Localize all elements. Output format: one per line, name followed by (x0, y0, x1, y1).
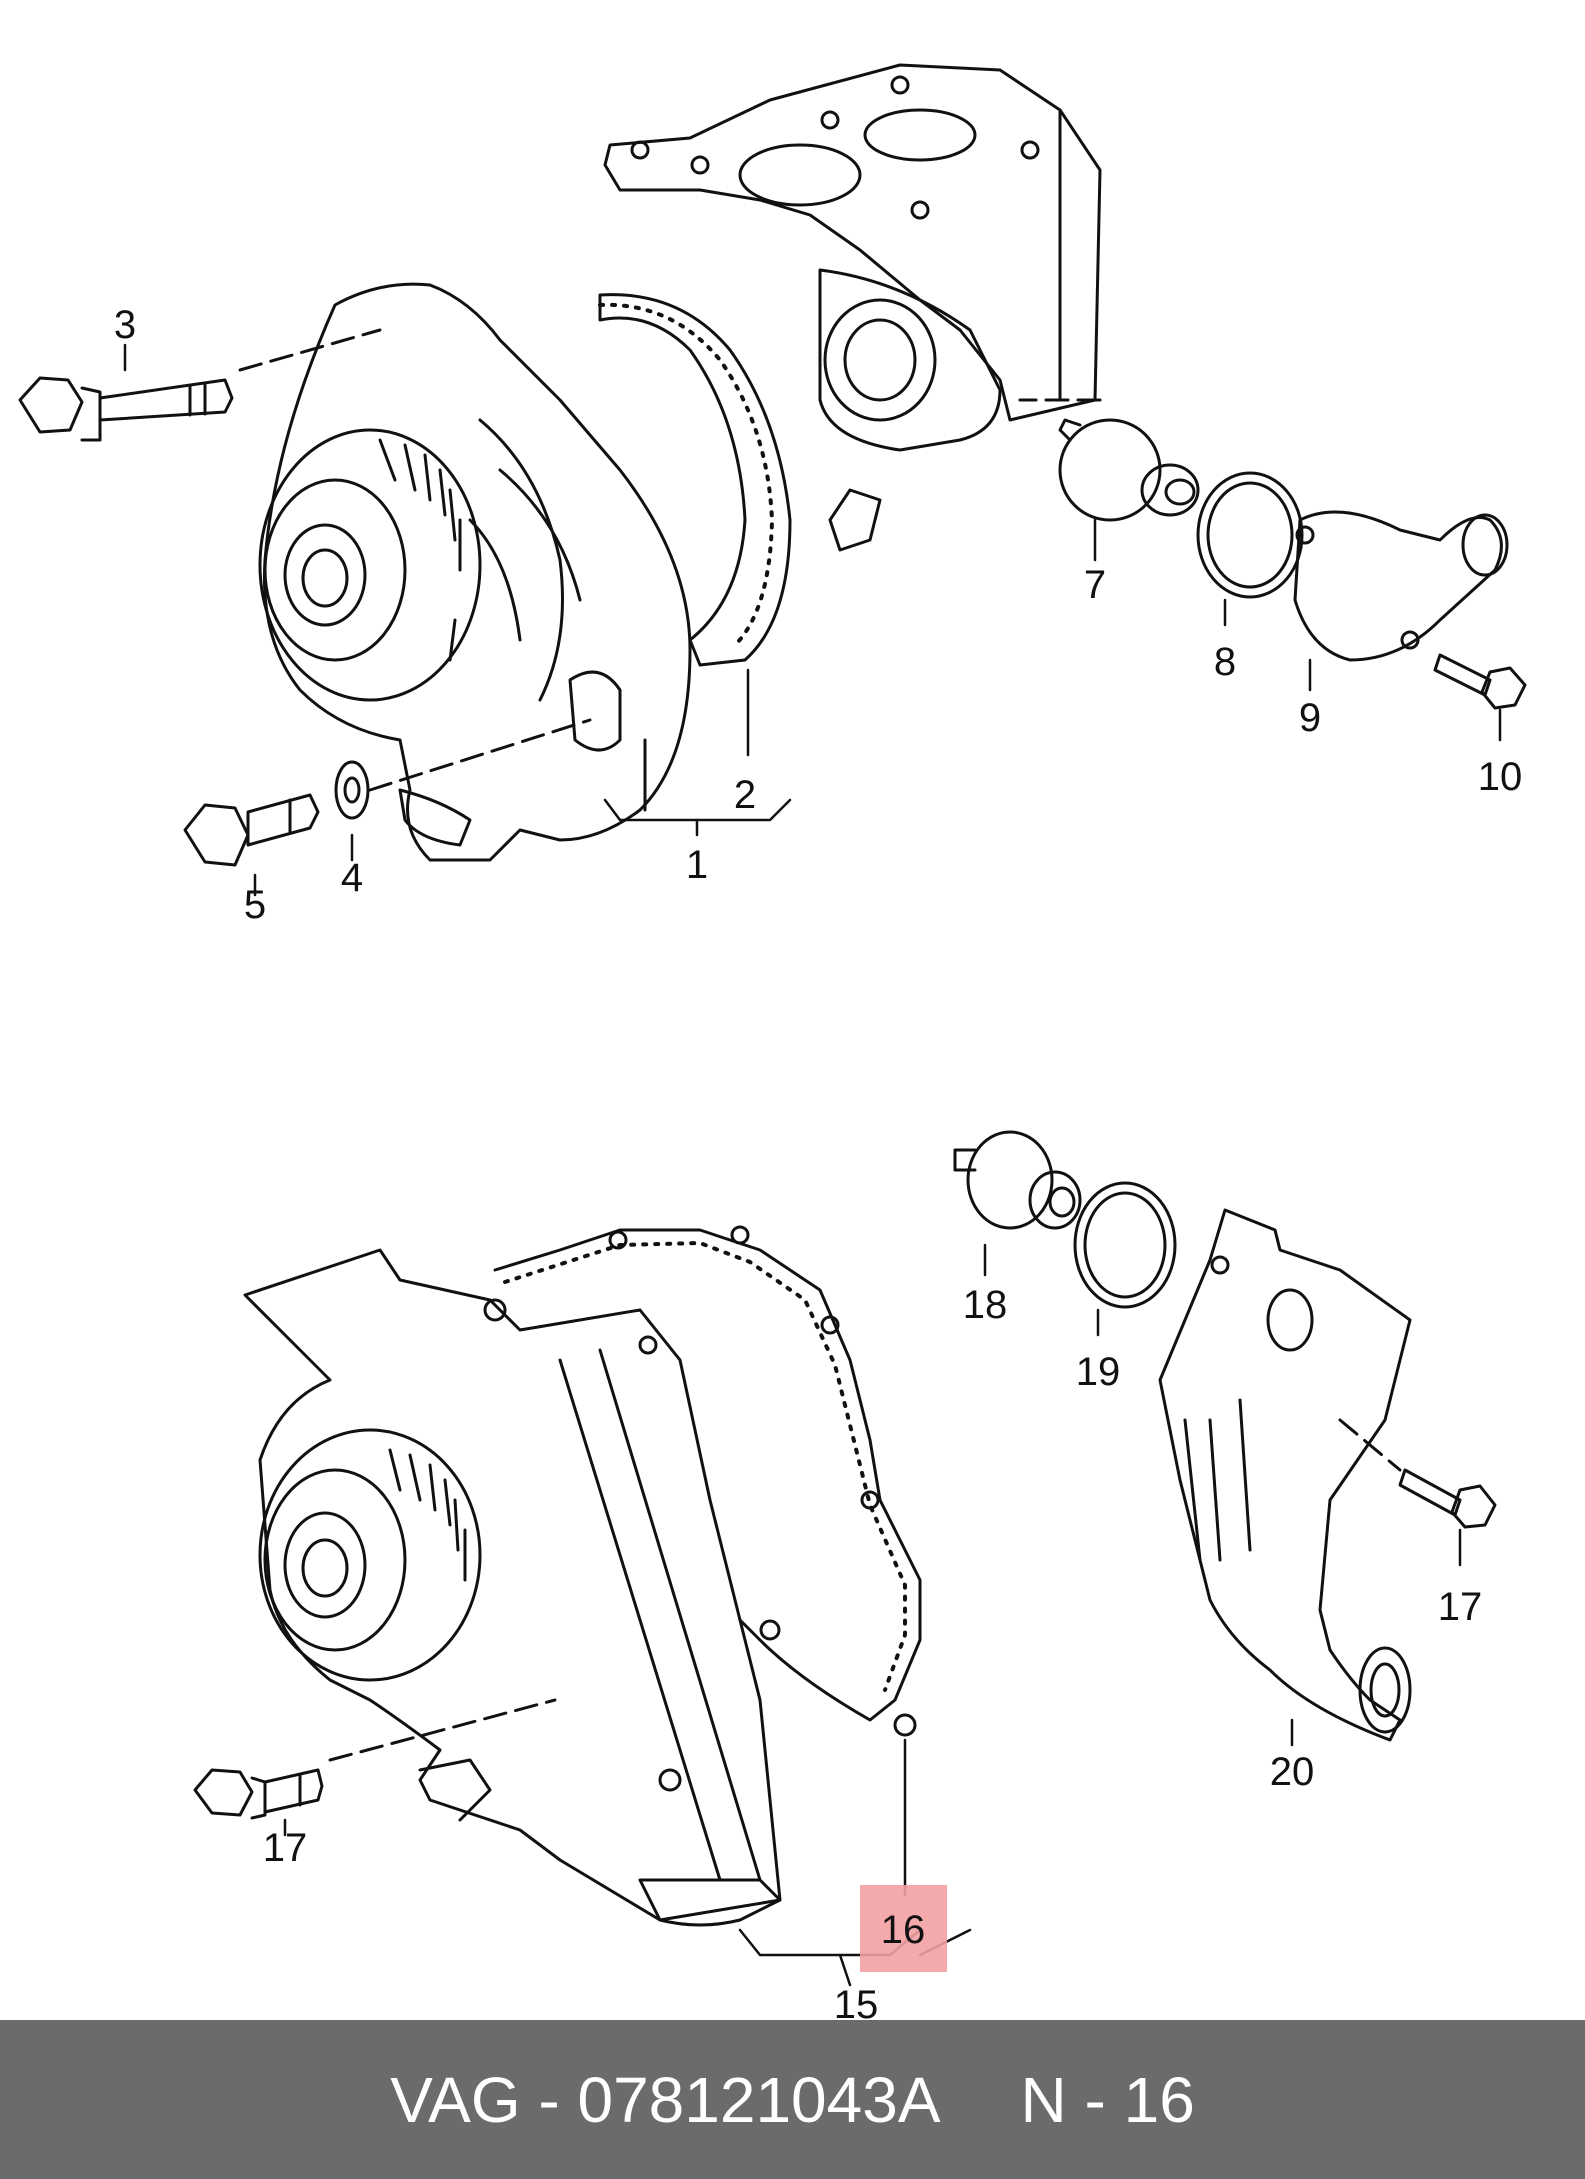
engine-block-top (603, 63, 1102, 552)
callout-17-left: 17 (262, 1826, 308, 1870)
callout-8: 8 (1213, 640, 1237, 684)
callout-16: 16 (880, 1908, 926, 1952)
callout-4: 4 (340, 856, 364, 900)
housing-20 (1158, 1208, 1412, 1742)
o-ring-8 (1196, 471, 1304, 599)
bolt-5 (183, 793, 320, 867)
bolt-17-right (1398, 1468, 1497, 1529)
callout-18: 18 (962, 1283, 1008, 1327)
leader-lines-top (123, 343, 1502, 897)
bolt-3 (18, 328, 382, 442)
callout-19: 19 (1075, 1350, 1121, 1394)
thermostat-18 (953, 1130, 1082, 1230)
callout-7: 7 (1083, 563, 1107, 607)
bolt-10 (1433, 653, 1527, 710)
leader-lines-bottom (283, 1243, 1462, 1987)
housing-9 (1293, 510, 1509, 662)
footer-bar: VAG - 078121043A N - 16 (0, 2020, 1585, 2179)
callout-20: 20 (1269, 1750, 1315, 1794)
washer-4 (334, 718, 592, 820)
callout-2: 2 (733, 773, 757, 817)
callout-17-right: 17 (1437, 1585, 1483, 1629)
callout-10: 10 (1477, 755, 1523, 799)
o-ring-19 (1073, 1181, 1177, 1309)
parts-diagram (18, 63, 1527, 1987)
callout-15: 15 (833, 1983, 879, 2027)
thermostat-7 (1018, 398, 1200, 522)
callout-3: 3 (113, 303, 137, 347)
water-pump-top (258, 282, 692, 862)
footer-position: N - 16 (1020, 2063, 1195, 2136)
bolt-17-left (193, 1698, 557, 1820)
callout-1: 1 (685, 843, 709, 887)
highlight-box (860, 1885, 947, 1972)
footer-part-number: VAG - 078121043A (390, 2063, 941, 2136)
gasket-bottom (493, 1225, 922, 1737)
callout-9: 9 (1298, 696, 1322, 740)
callout-5: 5 (243, 883, 267, 927)
water-pump-bottom (243, 1248, 782, 1927)
gasket-top (598, 293, 792, 667)
